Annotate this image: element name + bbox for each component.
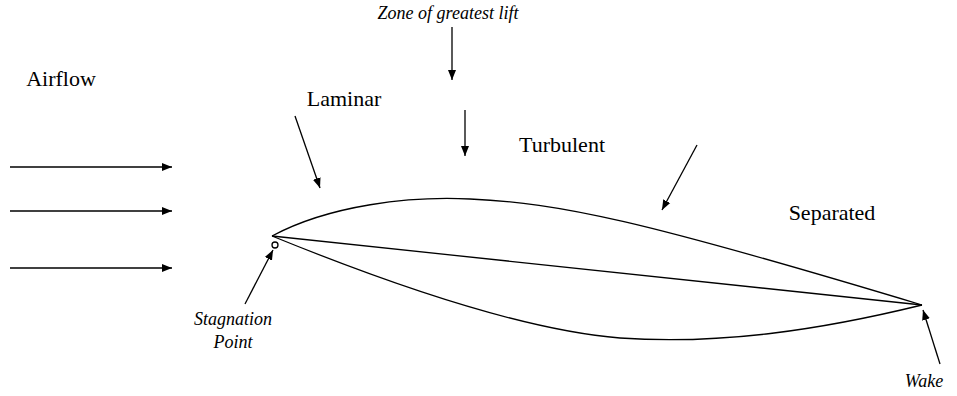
leader-arrows (245, 27, 940, 364)
annotation-label: Wake (905, 370, 943, 393)
leader-arrow (295, 116, 320, 188)
annotation-label: Separated (789, 198, 876, 227)
annotation-label: Turbulent (519, 130, 605, 159)
annotation-label: Stagnation Point (177, 308, 289, 354)
leader-arrow (451, 27, 452, 80)
upper-surface (272, 198, 922, 305)
stagnation-point-marker (272, 242, 278, 248)
airflow-arrow (10, 267, 172, 268)
lower-surface (272, 236, 922, 340)
chord-line (272, 236, 922, 305)
leader-arrow (923, 310, 940, 364)
airfoil (272, 198, 922, 339)
airflow-arrows (10, 167, 172, 268)
airflow-arrow (10, 166, 172, 167)
airflow-arrow (10, 210, 172, 211)
leader-arrow (245, 250, 273, 304)
annotation-label: Airflow (26, 64, 96, 93)
annotation-label: Laminar (307, 84, 382, 113)
annotation-label: Zone of greatest lift (378, 2, 519, 25)
leader-arrow (662, 145, 697, 210)
leader-arrow (464, 110, 465, 156)
